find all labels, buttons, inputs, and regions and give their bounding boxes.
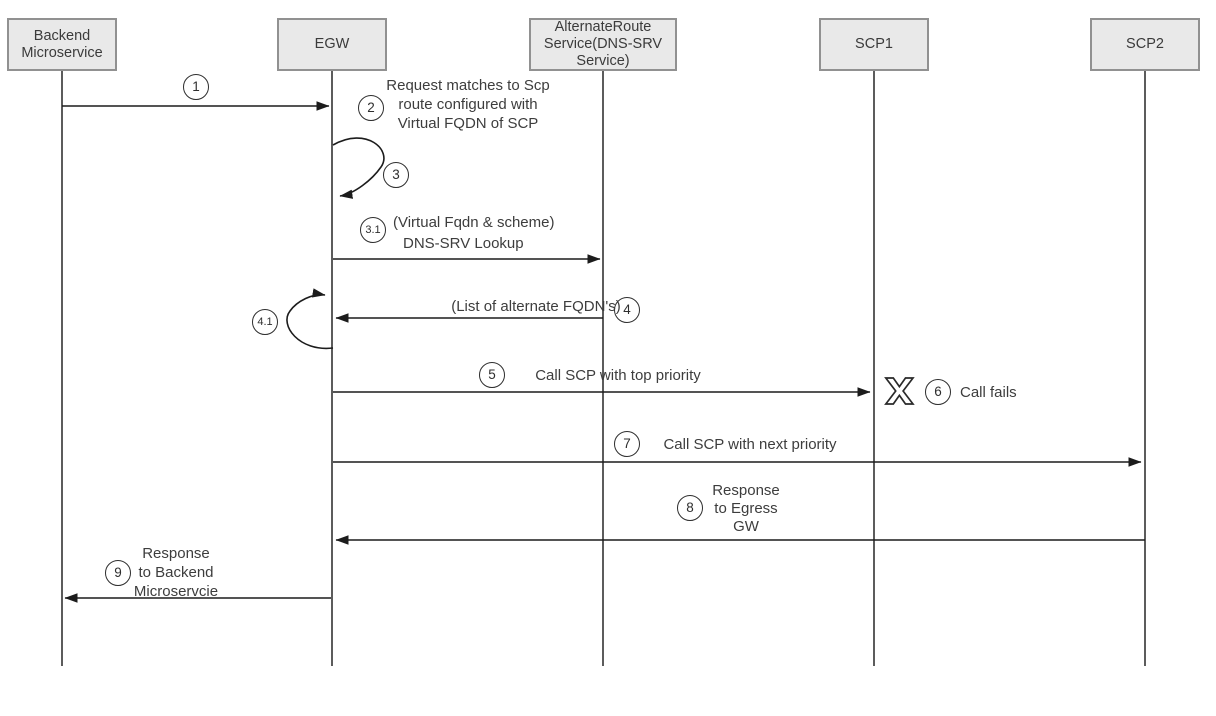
step-marker-4: 4: [614, 297, 640, 323]
lifeline-header-egw: EGW: [277, 18, 387, 71]
actor-label-line: Service(DNS-SRV: [543, 36, 663, 52]
actor-label-line: Service): [576, 53, 630, 69]
message-label-step-3-1-name: DNS-SRV Lookup: [403, 234, 524, 253]
message-line: (List of alternate FQDN's): [451, 298, 621, 315]
step-marker-1: 1: [183, 74, 209, 100]
step-marker-3: 3: [383, 162, 409, 188]
note-line: route configured with: [398, 96, 538, 113]
actor-label-line: SCP2: [1126, 36, 1164, 52]
message-line: Response: [142, 545, 210, 562]
step-marker-4-1: 4.1: [252, 309, 278, 335]
actor-label-line: EGW: [314, 36, 350, 52]
step-marker-2: 2: [358, 95, 384, 121]
step-marker-6: 6: [925, 379, 951, 405]
message-label-step-9: Response to Backend Microservcie: [134, 544, 218, 601]
note-line: Request matches to Scp: [386, 77, 550, 94]
message-line: Response: [712, 482, 780, 499]
step-marker-8: 8: [677, 495, 703, 521]
lifeline-header-backend-microservice: Backend Microservice: [7, 18, 117, 71]
message-line: Microservcie: [133, 583, 219, 600]
message-label-step-7: Call SCP with next priority: [663, 435, 836, 454]
call-fail-x-mark: [884, 377, 915, 405]
self-loop-step-4-1: [286, 288, 334, 350]
annotation-label-step-6: Call fails: [960, 383, 1017, 402]
message-line: Call SCP with next priority: [663, 436, 837, 453]
actor-label-line: Backend: [33, 27, 91, 44]
step-marker-3-1: 3.1: [360, 217, 386, 243]
step-marker-7: 7: [614, 431, 640, 457]
message-line: GW: [733, 518, 759, 535]
message-label-step-3-1-args: (Virtual Fqdn & scheme): [393, 213, 554, 232]
step-marker-9: 9: [105, 560, 131, 586]
message-line: (Virtual Fqdn & scheme): [393, 214, 555, 231]
message-line: Call fails: [960, 384, 1017, 401]
message-label-step-5: Call SCP with top priority: [535, 366, 701, 385]
message-label-step-4: (List of alternate FQDN's): [451, 297, 621, 316]
actor-label-line: SCP1: [855, 36, 893, 52]
lifeline-header-scp1: SCP1: [819, 18, 929, 71]
lifeline-header-scp2: SCP2: [1090, 18, 1200, 71]
note-step-2: Request matches to Scp route configured …: [386, 76, 549, 133]
actor-label-line: AlternateRoute: [554, 19, 652, 35]
message-line: Call SCP with top priority: [535, 367, 701, 384]
message-line: to Backend: [138, 564, 214, 581]
message-label-step-8: Response to Egress GW: [712, 482, 780, 536]
note-line: Virtual FQDN of SCP: [397, 115, 539, 132]
lifeline-header-alternate-route-service: AlternateRoute Service(DNS-SRV Service): [529, 18, 677, 71]
message-line: to Egress: [714, 500, 778, 517]
self-loop-step-3: [332, 137, 385, 199]
step-marker-5: 5: [479, 362, 505, 388]
actor-label-line: Microservice: [21, 44, 103, 61]
message-line: DNS-SRV Lookup: [403, 235, 524, 252]
